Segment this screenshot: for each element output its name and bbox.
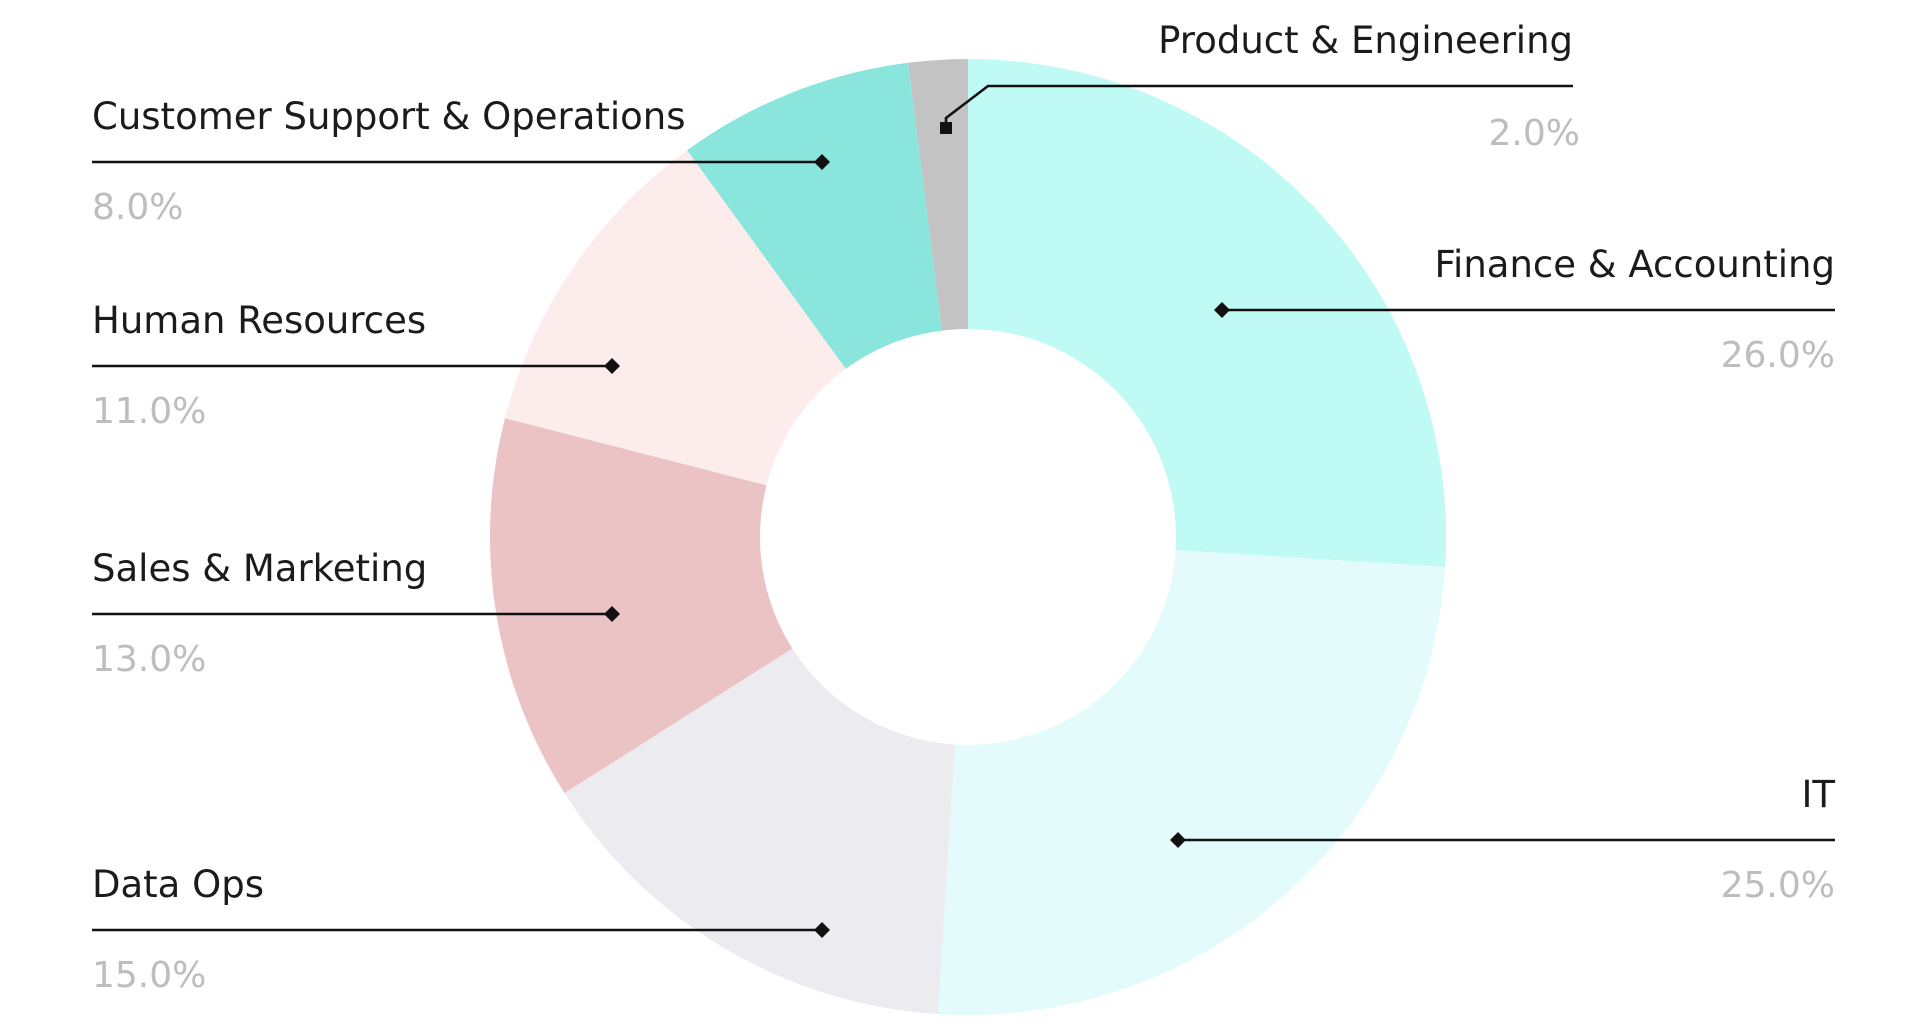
slice-human-resources	[505, 150, 846, 486]
slice-label-product-engineering: Product & Engineering	[1158, 19, 1573, 62]
slice-data-ops	[564, 648, 955, 1015]
slice-value-product-engineering: 2.0%	[1489, 113, 1580, 154]
slice-value-customer-support-operations: 8.0%	[92, 187, 183, 228]
leader-marker-finance-accounting	[1214, 302, 1230, 318]
slice-value-data-ops: 15.0%	[92, 955, 206, 996]
slice-value-human-resources: 11.0%	[92, 391, 206, 432]
annotation-it: IT 25.0%	[1170, 773, 1835, 906]
leader-marker-product-engineering	[940, 122, 952, 134]
slice-label-sales-marketing: Sales & Marketing	[92, 547, 427, 590]
leader-marker-data-ops	[814, 922, 830, 938]
slice-label-customer-support-operations: Customer Support & Operations	[92, 95, 686, 138]
slice-value-it: 25.0%	[1721, 865, 1835, 906]
slice-label-human-resources: Human Resources	[92, 299, 426, 342]
slice-it	[937, 550, 1446, 1015]
slice-value-finance-accounting: 26.0%	[1721, 335, 1835, 376]
annotation-finance-accounting: Finance & Accounting 26.0%	[1214, 243, 1835, 376]
annotation-sales-marketing: Sales & Marketing 13.0%	[92, 547, 620, 680]
leader-marker-customer-support-operations	[814, 154, 830, 170]
leader-marker-it	[1170, 832, 1186, 848]
donut-slices	[490, 59, 1446, 1015]
slice-label-it: IT	[1801, 773, 1835, 816]
annotation-human-resources: Human Resources 11.0%	[92, 299, 620, 432]
slice-label-data-ops: Data Ops	[92, 863, 264, 906]
slice-sales-marketing	[490, 418, 793, 794]
slice-value-sales-marketing: 13.0%	[92, 639, 206, 680]
slice-customer-support-operations	[687, 62, 942, 369]
leader-marker-human-resources	[604, 358, 620, 374]
slice-finance-accounting	[968, 59, 1446, 568]
annotation-customer-support-operations: Customer Support & Operations 8.0%	[92, 95, 830, 228]
slice-product-engineering	[908, 59, 968, 331]
slice-label-finance-accounting: Finance & Accounting	[1434, 243, 1835, 286]
leader-marker-sales-marketing	[604, 606, 620, 622]
annotation-product-engineering: Product & Engineering 2.0%	[940, 19, 1580, 154]
annotation-data-ops: Data Ops 15.0%	[92, 863, 830, 996]
